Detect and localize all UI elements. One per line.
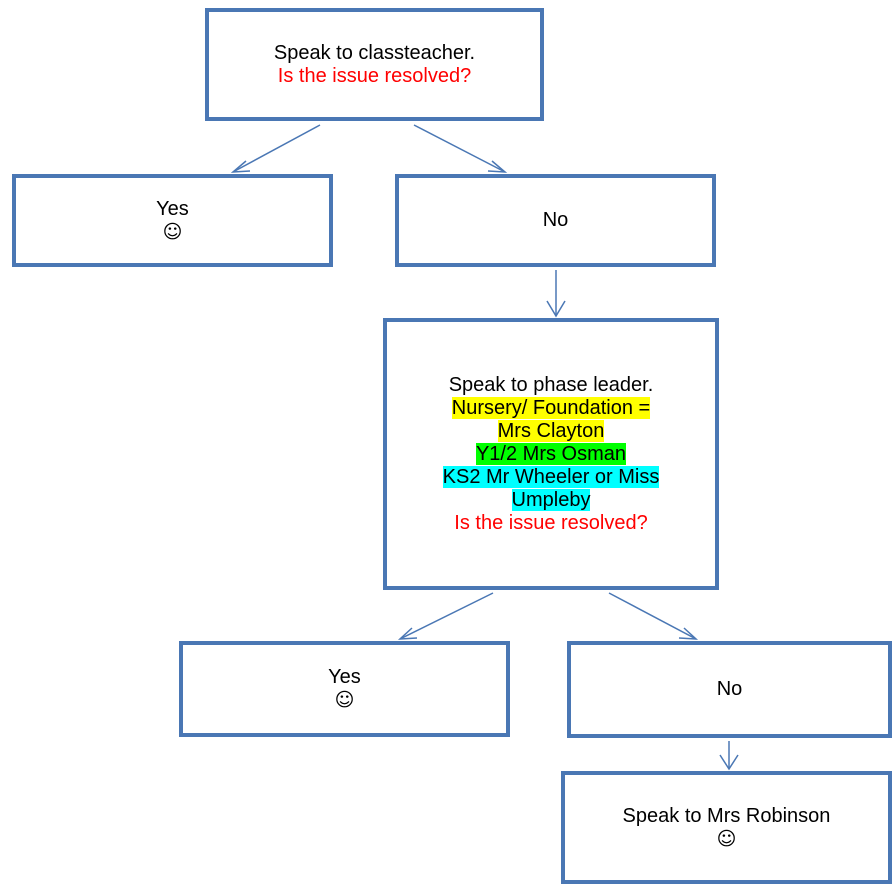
connector-phase-leader-to-yes	[399, 592, 494, 640]
arrowhead-phase-leader-to-yes	[397, 627, 418, 640]
yes-label-2: Yes	[328, 666, 361, 688]
connector-phase-leader-to-no	[608, 592, 697, 640]
nursery-line-1: Nursery/ Foundation =	[451, 396, 651, 419]
arrowhead-no-to-robinson	[719, 754, 739, 771]
arrowhead-no-to-phase-leader	[546, 300, 566, 318]
connector-classteacher-to-yes	[232, 124, 321, 173]
smiley-icon: ☺	[716, 827, 737, 850]
nursery-line-2: Mrs Clayton	[497, 419, 605, 442]
robinson-box: Speak to Mrs Robinson ☺	[561, 771, 892, 884]
yes-box-2: Yes ☺	[179, 641, 510, 737]
classteacher-box: Speak to classteacher. Is the issue reso…	[205, 8, 544, 121]
smiley-icon: ☺	[334, 689, 355, 711]
no-label-1: No	[542, 209, 569, 231]
robinson-text: Speak to Mrs Robinson	[622, 804, 831, 827]
ks2-line-2: Umpleby	[511, 488, 591, 511]
arrowhead-classteacher-to-no	[487, 160, 508, 173]
classteacher-question: Is the issue resolved?	[277, 64, 472, 87]
ks2-line-1: KS2 Mr Wheeler or Miss	[442, 465, 660, 488]
yes-box-1: Yes ☺	[12, 174, 333, 267]
arrowhead-phase-leader-to-no	[678, 627, 699, 640]
connector-classteacher-to-no	[413, 124, 506, 173]
no-label-2: No	[716, 678, 743, 700]
phase-leader-text: Speak to phase leader.	[448, 373, 654, 396]
no-box-1: No	[395, 174, 716, 267]
classteacher-text: Speak to classteacher.	[273, 41, 476, 64]
arrowhead-classteacher-to-yes	[230, 160, 251, 173]
phase-leader-question: Is the issue resolved?	[454, 511, 648, 534]
yes-label-1: Yes	[156, 197, 189, 220]
phase-leader-box: Speak to phase leader. Nursery/ Foundati…	[383, 318, 719, 590]
y12-line: Y1/2 Mrs Osman	[475, 442, 627, 465]
no-box-2: No	[567, 641, 892, 738]
smiley-icon: ☺	[162, 220, 183, 243]
